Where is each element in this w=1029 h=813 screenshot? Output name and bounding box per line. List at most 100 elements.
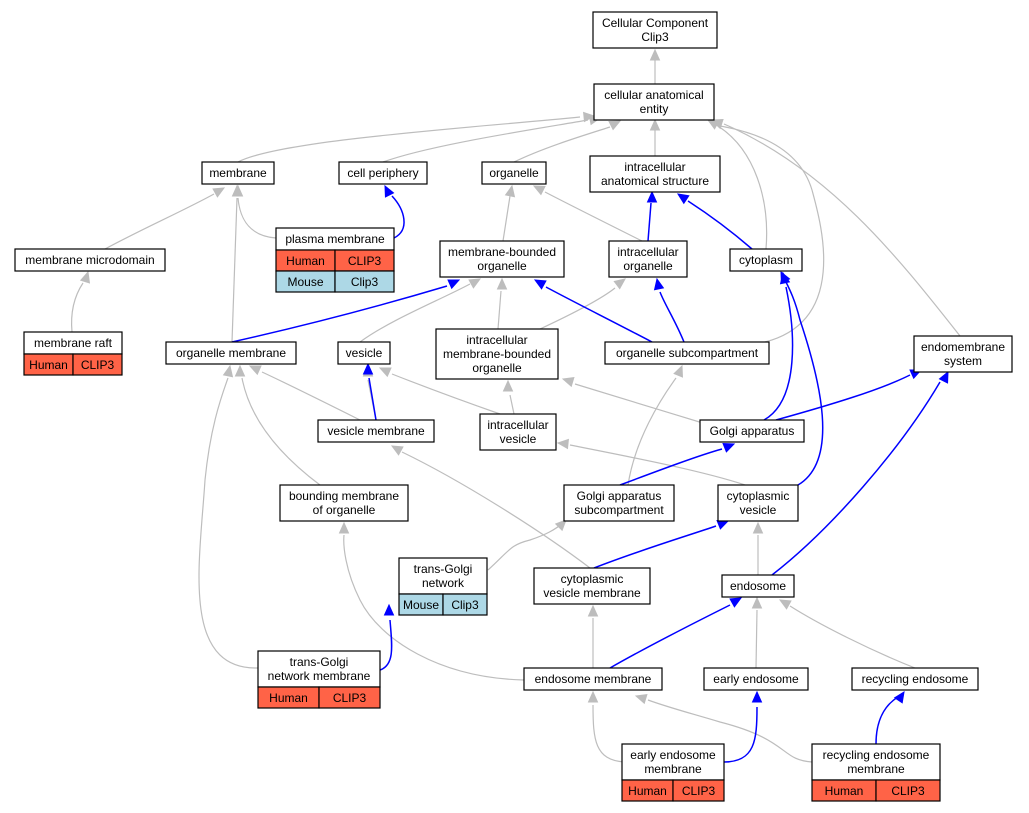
edge-line [198, 377, 259, 669]
node-label: cytoplasmic [727, 489, 790, 503]
arrowhead [716, 520, 730, 530]
node-golgi-apparatus[interactable]: Golgi apparatus [699, 419, 805, 443]
edge-line [723, 706, 758, 763]
node-label: organelle [623, 259, 673, 273]
annotation-cell [442, 593, 488, 616]
arrowhead [212, 187, 226, 198]
node-label: Golgi apparatus [710, 424, 795, 438]
edge-mbo-to-organelle [502, 184, 516, 242]
node-box [338, 161, 428, 185]
arrowhead [79, 270, 91, 284]
node-recycling-endosome[interactable]: recycling endosome [851, 667, 979, 691]
node-vesicle-membrane[interactable]: vesicle membrane [317, 419, 435, 443]
arrowhead [676, 193, 690, 205]
arrowhead [362, 362, 374, 375]
edge-orgmem-to-mbo [231, 279, 461, 343]
node-box [608, 240, 688, 278]
node-label: membrane microdomain [25, 253, 154, 267]
edge-vesmem-to-vesicle-part [362, 362, 377, 421]
node-label: early endosome [630, 748, 716, 762]
node-membrane[interactable]: membrane [201, 161, 275, 185]
edge-organelle-to-cae [513, 120, 622, 163]
edge-line [368, 377, 377, 421]
node-label: intracellular [624, 160, 685, 174]
arrowhead [653, 277, 665, 291]
edge-membrane-to-cae [237, 111, 596, 163]
node-cytoplasm[interactable]: cytoplasm [729, 248, 803, 272]
node-box [257, 650, 381, 688]
node-label: endosome membrane [535, 672, 652, 686]
edge-iv-to-imbo [502, 379, 515, 415]
node-box [533, 567, 651, 605]
edge-cv-to-iv [556, 438, 746, 486]
edge-gas-to-golgi [619, 443, 736, 486]
node-label: trans-Golgi [414, 562, 473, 576]
edge-line [391, 195, 405, 239]
node-organelle[interactable]: organelle [481, 161, 547, 185]
node-early-endosome[interactable]: early endosome [703, 667, 809, 691]
edge-cellperiphery-to-cae [382, 114, 602, 163]
edge-cvm-to-cv [593, 520, 730, 569]
edge-em-to-bmo [338, 521, 525, 681]
node-box [479, 413, 557, 451]
annotation-gene: CLIP3 [682, 784, 716, 798]
edge-line [497, 290, 502, 330]
annotation-gene: CLIP3 [333, 691, 367, 705]
edge-line [592, 704, 625, 763]
node-membrane-microdomain[interactable]: membrane microdomain [14, 248, 166, 272]
edge-line [717, 125, 768, 250]
edge-line [539, 287, 616, 330]
node-label: bounding membrane [289, 489, 399, 503]
node-endosome[interactable]: endosome [721, 574, 795, 598]
node-cell-periphery[interactable]: cell periphery [338, 161, 428, 185]
node-endosome-membrane[interactable]: endosome membrane [523, 667, 663, 691]
annotation-gene: Clip3 [351, 275, 379, 289]
arrowhead [234, 364, 246, 377]
node-organelle-subcompartment[interactable]: organelle subcompartment [604, 341, 770, 365]
annotation-species: Human [628, 784, 667, 798]
edge-cv-to-cytoplasm [780, 270, 824, 486]
edge-line [401, 451, 591, 569]
arrowhead [613, 278, 626, 290]
node-label: organelle membrane [176, 346, 286, 360]
edge-line [775, 374, 911, 421]
edge-line [619, 448, 723, 486]
annotation-cell [318, 686, 381, 709]
arrowhead [587, 604, 599, 617]
node-vesicle[interactable]: vesicle [337, 341, 391, 365]
node-box [851, 667, 979, 691]
node-label: subcompartment [574, 503, 664, 517]
node-label: membrane-bounded [448, 245, 556, 259]
node-box [398, 557, 488, 595]
arrowhead [248, 365, 262, 376]
edge-line [593, 525, 717, 569]
node-label: network membrane [268, 669, 371, 683]
node-box [589, 155, 721, 193]
edge-line [647, 699, 813, 763]
arrowhead [673, 364, 683, 378]
node-organelle-membrane[interactable]: organelle membrane [165, 341, 297, 365]
edge-raft-to-microdomain [70, 270, 91, 333]
edge-line [241, 377, 321, 486]
edge-line [237, 197, 277, 239]
edge-line [723, 123, 961, 337]
